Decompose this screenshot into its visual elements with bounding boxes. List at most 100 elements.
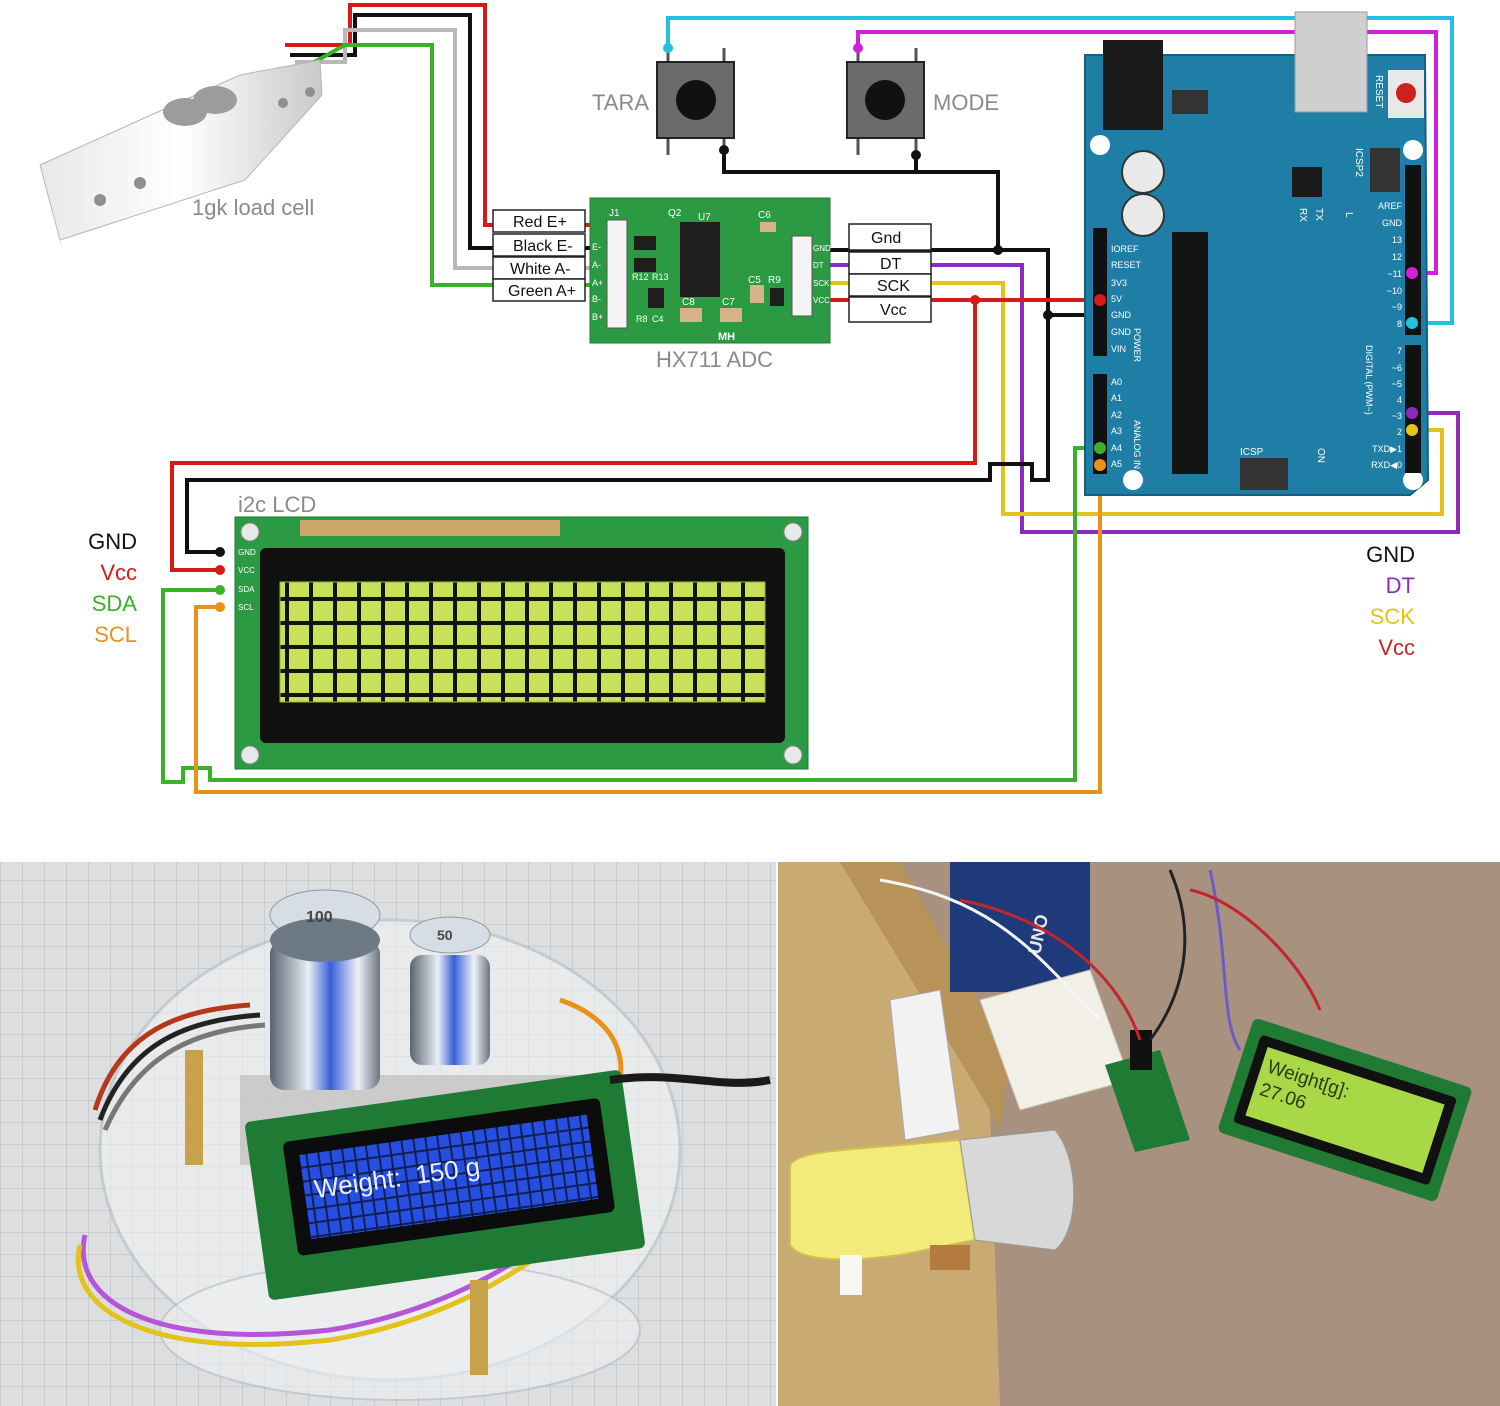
arduino-tx-label: TX: [1313, 208, 1324, 221]
lcd-label: i2c LCD: [238, 492, 316, 517]
svg-text:A2: A2: [1111, 410, 1122, 420]
hx-pin-a-plus: A+: [592, 278, 603, 288]
svg-text:A3: A3: [1111, 426, 1122, 436]
wire-green-a-plus: [299, 43, 590, 287]
left-weight-100: 100: [306, 909, 333, 926]
svg-text:IOREF: IOREF: [1111, 244, 1139, 254]
hx-chip-r8: R8: [636, 314, 648, 324]
svg-text:3V3: 3V3: [1111, 278, 1127, 288]
arduino-analog-pin-labels: A0 A1 A2 A3 A4 A5: [1111, 377, 1122, 469]
hx-pin-b-minus: B-: [592, 294, 601, 304]
svg-text:TXD▶1: TXD▶1: [1372, 444, 1402, 454]
hx-legend-sck: SCK: [1370, 604, 1416, 629]
svg-text:A1: A1: [1111, 393, 1122, 403]
tara-label: TARA: [592, 90, 649, 115]
mode-label: MODE: [933, 90, 999, 115]
hx-pin-sck: SCK: [813, 279, 830, 288]
lcd-pin-sda: SDA: [238, 585, 255, 594]
wire-black-buttons: [722, 150, 1000, 250]
arduino-digital-pin-labels-bottom: 7 ~6 ~5 4 ~3 2 TXD▶1 RXD◀0: [1371, 346, 1402, 470]
photo-motor-build: UNO Weight[g]: 27.06: [778, 862, 1500, 1406]
svg-text:~5: ~5: [1392, 379, 1402, 389]
hx-chip-c4: C4: [652, 314, 664, 324]
pin-label-gnd: Gnd: [871, 230, 901, 247]
svg-text:4: 4: [1397, 395, 1402, 405]
wire-red-e-plus: [285, 3, 590, 227]
hx711-left-pin-labels: Red E+ Black E- White A- Green A+: [492, 209, 586, 302]
lcd-pin-vcc: VCC: [238, 566, 255, 575]
load-cell: 1gk load cell: [39, 59, 323, 250]
i2c-lcd: GND VCC SDA SCL i2c LCD: [234, 492, 809, 770]
svg-text:VIN: VIN: [1111, 344, 1126, 354]
mode-button: MODE: [846, 48, 999, 155]
svg-text:~3: ~3: [1392, 411, 1402, 421]
arduino-on-label: ON: [1315, 448, 1326, 463]
pin-label-green: Green A+: [508, 283, 576, 300]
hx-pin-a-minus: A-: [592, 260, 601, 270]
arduino-power-pin-labels: IOREF RESET 3V3 5V GND GND VIN: [1111, 244, 1142, 354]
photo-scale-build: Weight: 150 g 100 50: [0, 862, 776, 1406]
pin-label-vcc: Vcc: [880, 302, 907, 319]
svg-text:~11: ~11: [1387, 269, 1402, 279]
pin-label-black: Black E-: [513, 238, 573, 255]
hx-chip-c8: C8: [682, 297, 695, 308]
wire-vcc-lcd: [170, 300, 977, 572]
pin-label-dt: DT: [880, 256, 902, 273]
arduino-rx-label: RX: [1297, 208, 1308, 222]
lcd-pin-gnd: GND: [238, 548, 256, 557]
arduino-digital-label: DIGITAL (PWM~): [1364, 345, 1374, 415]
tara-button: TARA: [592, 48, 735, 155]
load-cell-label: 1gk load cell: [192, 195, 314, 220]
hx-pin-b-plus: B+: [592, 312, 603, 322]
hx-pin-vcc: VCC: [813, 296, 830, 305]
hx-legend-dt: DT: [1386, 573, 1415, 598]
lcd-legend-vcc: Vcc: [100, 560, 137, 585]
arduino-icsp-label: ICSP: [1240, 447, 1264, 458]
hx-chip-c7: C7: [722, 297, 735, 308]
svg-text:GND: GND: [1111, 310, 1132, 320]
lcd-legend: GND Vcc SDA SCL: [88, 529, 137, 647]
arduino-reset-label: RESET: [1373, 75, 1384, 108]
hx-chip-mh: MH: [718, 331, 735, 343]
hx-chip-c5: C5: [748, 275, 761, 286]
lcd-legend-scl: SCL: [94, 622, 137, 647]
svg-text:A5: A5: [1111, 459, 1122, 469]
wire-scl-lcd: [194, 465, 1102, 794]
hx-chip-j1: J1: [609, 208, 620, 219]
svg-text:A4: A4: [1111, 443, 1122, 453]
svg-text:AREF: AREF: [1378, 201, 1403, 211]
hx-pin-dt: DT: [813, 261, 824, 270]
hx711-board: HX711 ADC J1 Q2 U7 C6 R12 R13 C5 R9 C8 C…: [589, 197, 831, 372]
hx711-label: HX711 ADC: [656, 347, 773, 372]
svg-text:13: 13: [1392, 235, 1402, 245]
hx-chip-r12: R12: [632, 272, 649, 282]
svg-text:GND: GND: [1111, 327, 1132, 337]
arduino-digital-pin-labels-top: AREF GND 13 12 ~11 ~10 ~9 8: [1378, 201, 1403, 329]
hx-legend: GND DT SCK Vcc: [1366, 542, 1415, 660]
lcd-pin-scl: SCL: [238, 603, 254, 612]
wire-dt-hx: [800, 263, 1460, 534]
svg-text:RXD◀0: RXD◀0: [1371, 460, 1402, 470]
svg-text:~6: ~6: [1392, 363, 1402, 373]
hx-chip-c6: C6: [758, 210, 771, 221]
lcd-legend-gnd: GND: [88, 529, 137, 554]
arduino-l-label: L: [1343, 212, 1354, 218]
hx-pin-gnd: GND: [813, 244, 831, 253]
wire-magenta-mode: [856, 30, 1438, 275]
hx-legend-vcc: Vcc: [1378, 635, 1415, 660]
svg-text:RESET: RESET: [1111, 260, 1142, 270]
wire-gnd-lcd: [185, 315, 1050, 554]
arduino-analog-label: ANALOG IN: [1132, 420, 1142, 469]
left-weight-50: 50: [437, 927, 453, 943]
svg-text:~9: ~9: [1392, 302, 1402, 312]
wire-white-a-minus: [295, 28, 590, 270]
hx-chip-r9: R9: [768, 275, 781, 286]
wire-cyan-tara: [666, 16, 1454, 325]
svg-text:5V: 5V: [1111, 294, 1122, 304]
arduino-power-label: POWER: [1132, 328, 1142, 363]
arduino-icsp2-label: ICSP2: [1353, 148, 1364, 177]
svg-text:7: 7: [1397, 346, 1402, 356]
svg-text:GND: GND: [1382, 218, 1403, 228]
hx-pin-e-minus: E-: [592, 242, 601, 252]
